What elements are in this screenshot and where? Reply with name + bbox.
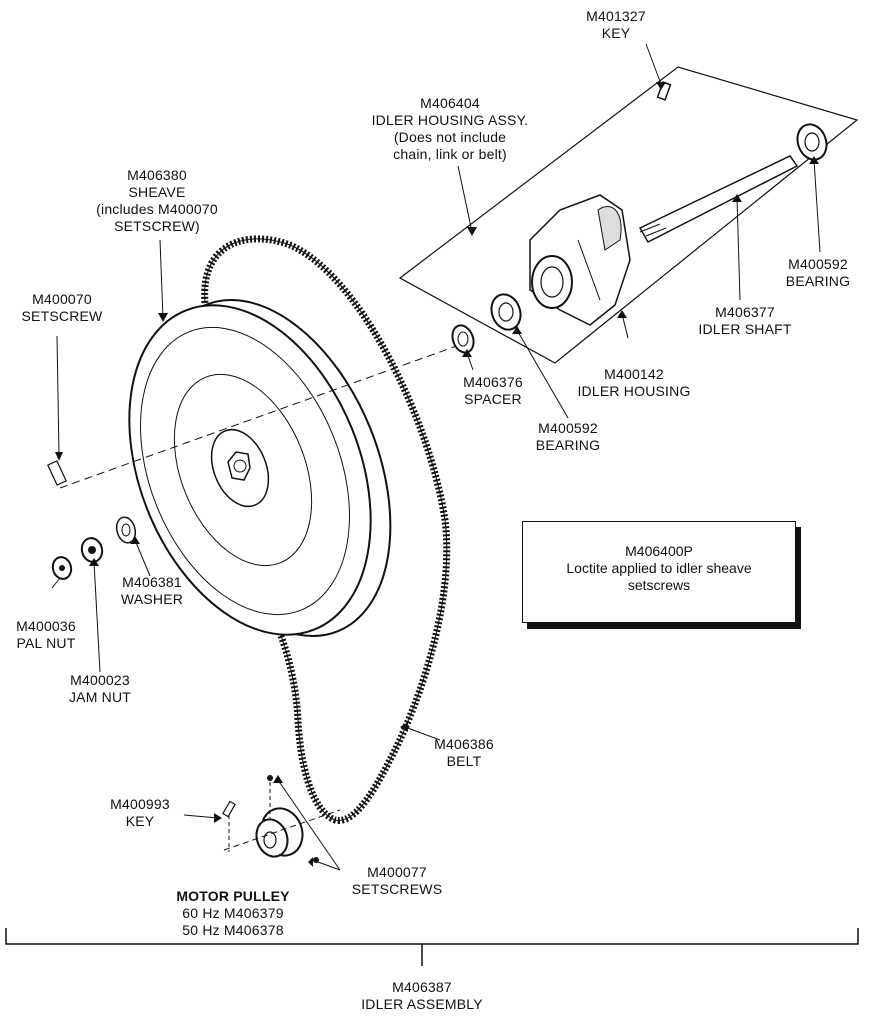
part-name: KEY [601, 25, 631, 41]
sheave-label: M406380 SHEAVE (includes M400070 SETSCRE… [72, 167, 242, 235]
bearing-right-part [796, 123, 828, 161]
part-name: JAM NUT [68, 689, 132, 705]
leader-lines [51, 43, 821, 871]
key-top-label: M401327 KEY [568, 8, 664, 42]
note-line: setscrews [627, 577, 691, 593]
part-note: (Does not include [393, 129, 507, 145]
idler-shaft-part [638, 155, 799, 243]
part-name: BEARING [535, 437, 601, 453]
part-number: M406404 [420, 95, 480, 111]
part-number: M406386 [434, 736, 494, 752]
idler-housing-assy-label: M406404 IDLER HOUSING ASSY. (Does not in… [350, 95, 550, 163]
part-number: M400036 [16, 618, 76, 634]
key-bottom-label: M400993 KEY [94, 796, 186, 830]
part-name: IDLER SHAFT [698, 321, 792, 337]
part-note: SETSCREW) [114, 218, 200, 234]
key-top-part [656, 81, 672, 101]
key-bottom-part [222, 800, 236, 818]
setscrew-label: M400070 SETSCREW [14, 291, 110, 325]
note-part-number: M406400P [625, 543, 693, 559]
part-name: IDLER HOUSING ASSY. [371, 112, 529, 128]
loctite-note-box: M406400P Loctite applied to idler sheave… [522, 521, 796, 623]
pal-nut-part [51, 556, 73, 580]
idler-housing-label: M400142 IDLER HOUSING [566, 366, 702, 400]
part-name: SETSCREW [21, 308, 103, 324]
bearing-left-label: M400592 BEARING [520, 420, 616, 454]
part-name: IDLER ASSEMBLY [361, 996, 483, 1012]
part-number: M406380 [127, 167, 187, 183]
part-number: M400592 [538, 420, 598, 436]
part-name: BEARING [785, 273, 851, 289]
part-number: M406376 [463, 374, 523, 390]
motor-pulley-part [255, 807, 304, 858]
part-note: (includes M400070 [96, 201, 218, 217]
part-name: WASHER [120, 591, 184, 607]
part-name: BELT [446, 753, 482, 769]
washer-part [115, 516, 137, 544]
part-note: chain, link or belt) [393, 146, 507, 162]
part-number: M400070 [32, 291, 92, 307]
part-variant: 60 Hz M406379 [182, 905, 284, 921]
bearing-right-label: M400592 BEARING [770, 256, 866, 290]
belt-chain [201, 235, 451, 824]
leader-arrows [89, 82, 819, 867]
washer-label: M406381 WASHER [104, 574, 200, 608]
part-number: M400142 [604, 366, 664, 382]
motor-pulley-label: MOTOR PULLEY 60 Hz M406379 50 Hz M406378 [158, 888, 308, 939]
jam-nut-label: M400023 JAM NUT [52, 672, 148, 706]
part-variant: 50 Hz M406378 [182, 922, 284, 938]
exploded-view-panel [398, 66, 859, 364]
part-number: M406387 [392, 979, 452, 995]
setscrews-label: M400077 SETSCREWS [342, 864, 452, 898]
part-number: M400023 [70, 672, 130, 688]
belt-label: M406386 BELT [416, 736, 512, 770]
part-name: SETSCREWS [351, 881, 443, 897]
axis-line [59, 342, 466, 489]
part-name: IDLER HOUSING [577, 383, 691, 399]
setscrew-dot [313, 857, 319, 863]
part-number: M400592 [788, 256, 848, 272]
sheave-drawing [128, 299, 392, 637]
pal-nut-label: M400036 PAL NUT [0, 618, 92, 652]
part-name: MOTOR PULLEY [176, 888, 290, 904]
motor-axis-line [223, 809, 341, 851]
assembly-bracket [5, 928, 859, 966]
part-number: M401327 [586, 8, 646, 24]
part-name: SHEAVE [128, 184, 186, 200]
note-line: Loctite applied to idler sheave [566, 560, 752, 576]
idler-housing-part [529, 194, 631, 326]
part-name: KEY [125, 813, 155, 829]
idler-shaft-label: M406377 IDLER SHAFT [680, 304, 810, 338]
idler-assembly-label: M406387 IDLER ASSEMBLY [342, 979, 502, 1013]
part-name: PAL NUT [16, 635, 76, 651]
part-number: M406377 [715, 304, 775, 320]
part-number: M406381 [122, 574, 182, 590]
bearing-left-part [490, 293, 522, 331]
spacer-label: M406376 SPACER [448, 374, 538, 408]
spacer-part [451, 324, 475, 354]
part-number: M400077 [367, 864, 427, 880]
setscrew-dot [267, 775, 273, 781]
part-name: SPACER [464, 391, 522, 407]
setscrew-part [47, 335, 67, 486]
part-number: M400993 [110, 796, 170, 812]
jam-nut-part [80, 537, 104, 563]
